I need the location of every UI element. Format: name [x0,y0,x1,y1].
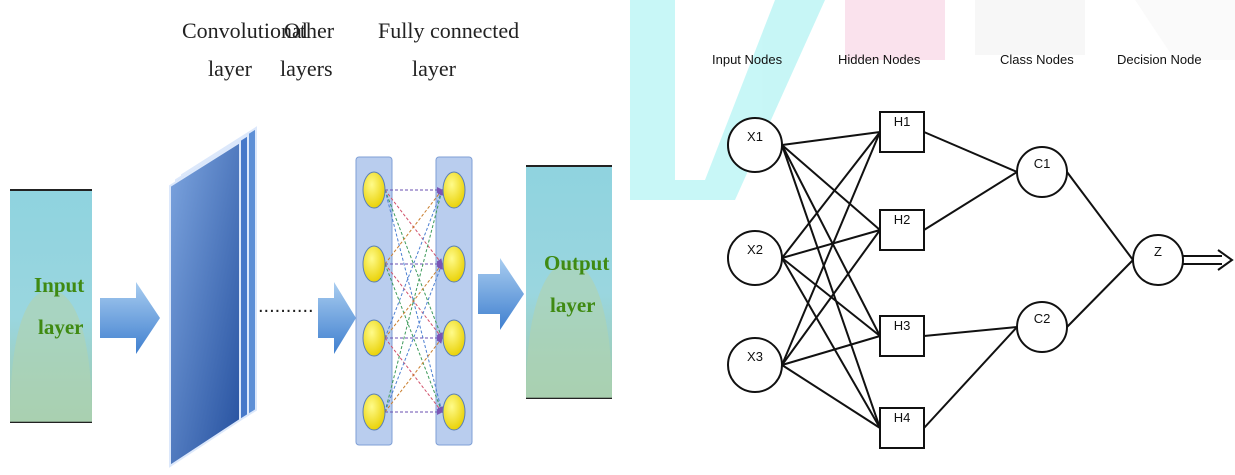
edge-x1-h3 [781,144,881,337]
edge-x2-h2 [781,229,881,259]
edge-x1-h4 [781,144,881,429]
fc-node-left [362,393,386,431]
output-layer-box: Output layer [526,165,612,399]
arrow-fc-to-output [478,258,524,330]
cnn-architecture-diagram: Convolutional layer Other layers Fully c… [0,0,615,475]
fc-node-left [362,171,386,209]
fc-node-left [362,245,386,283]
fc-connection [384,337,443,413]
node-label-h4: H4 [894,410,911,425]
edge-x2-h1 [781,131,881,259]
fully-connected-block [355,156,473,446]
node-label-x3: X3 [747,349,763,364]
network-edges [781,131,1134,429]
decision-node-header: Decision Node [1117,52,1202,67]
fc-node-right [442,319,466,357]
node-label-h2: H2 [894,212,911,227]
arrow-input-to-conv [100,282,160,354]
edge-c1-z [1066,171,1134,261]
node-x3: X3 [727,337,783,393]
edge-c2-z [1066,259,1134,328]
fc-label-line1: Fully connected [378,18,519,43]
node-c1: C1 [1016,146,1068,198]
fc-connection [384,263,444,413]
edge-x1-h2 [781,144,881,231]
classification-network-diagram: Input Nodes Hidden Nodes Class Nodes Dec… [615,0,1235,475]
edge-x3-h2 [781,229,881,366]
node-x2: X2 [727,230,783,286]
edge-h1-c1 [923,131,1018,173]
fc-connection [384,189,444,339]
convolutional-layer-stack [169,126,257,468]
node-label-x1: X1 [747,129,763,144]
node-h4: H4 [879,407,925,449]
output-layer-label-line2: layer [550,293,595,317]
arrow-other-to-fc [318,282,356,354]
other-layers-dots: .......... [258,295,314,317]
fc-connection [384,189,444,413]
fc-label-line2: layer [412,56,457,81]
node-label-z: Z [1154,244,1162,259]
input-layer-label-line1: Input [34,273,84,297]
node-label-x2: X2 [747,242,763,257]
node-h2: H2 [879,209,925,251]
fc-connection [384,189,444,339]
edge-h3-c2 [923,326,1018,337]
output-layer-label-line1: Output [544,251,609,275]
fc-nodes [362,171,466,431]
node-z: Z [1132,234,1184,286]
edge-h2-c1 [923,171,1018,231]
input-layer-label-line2: layer [38,315,83,339]
edge-x2-h4 [781,257,881,429]
node-label-c2: C2 [1034,311,1051,326]
input-layer-box: Input layer [10,189,92,423]
fc-connections [384,187,444,415]
edge-x3-h3 [781,335,881,366]
cnn-svg: Convolutional layer Other layers Fully c… [10,18,612,468]
fc-connection [384,263,443,339]
fc-node-left [362,319,386,357]
node-label-h3: H3 [894,318,911,333]
edge-x3-h1 [781,131,881,366]
class-nodes-header: Class Nodes [1000,52,1074,67]
fc-connection [384,189,443,265]
hidden-nodes-header: Hidden Nodes [838,52,921,67]
fc-connection [384,263,444,413]
other-label-line1: Other [284,18,335,43]
other-label-line2: layers [280,56,333,81]
node-label-h1: H1 [894,114,911,129]
fc-node-right [442,171,466,209]
watermark [630,0,1235,200]
node-h1: H1 [879,111,925,153]
edge-h4-c2 [923,326,1018,429]
node-h3: H3 [879,315,925,357]
fc-node-right [442,245,466,283]
node-c2: C2 [1016,301,1068,353]
decision-output-arrow [1182,249,1234,271]
conv-label-line1: Convolutional [182,18,308,43]
input-nodes-header: Input Nodes [712,52,783,67]
node-label-c1: C1 [1034,156,1051,171]
fc-connection [384,189,444,413]
edge-x3-h4 [781,364,881,429]
node-x1: X1 [727,117,783,173]
edge-x1-h1 [781,131,881,146]
network-svg: Input Nodes Hidden Nodes Class Nodes Dec… [630,0,1235,449]
fc-node-right [442,393,466,431]
conv-label-line2: layer [208,56,253,81]
